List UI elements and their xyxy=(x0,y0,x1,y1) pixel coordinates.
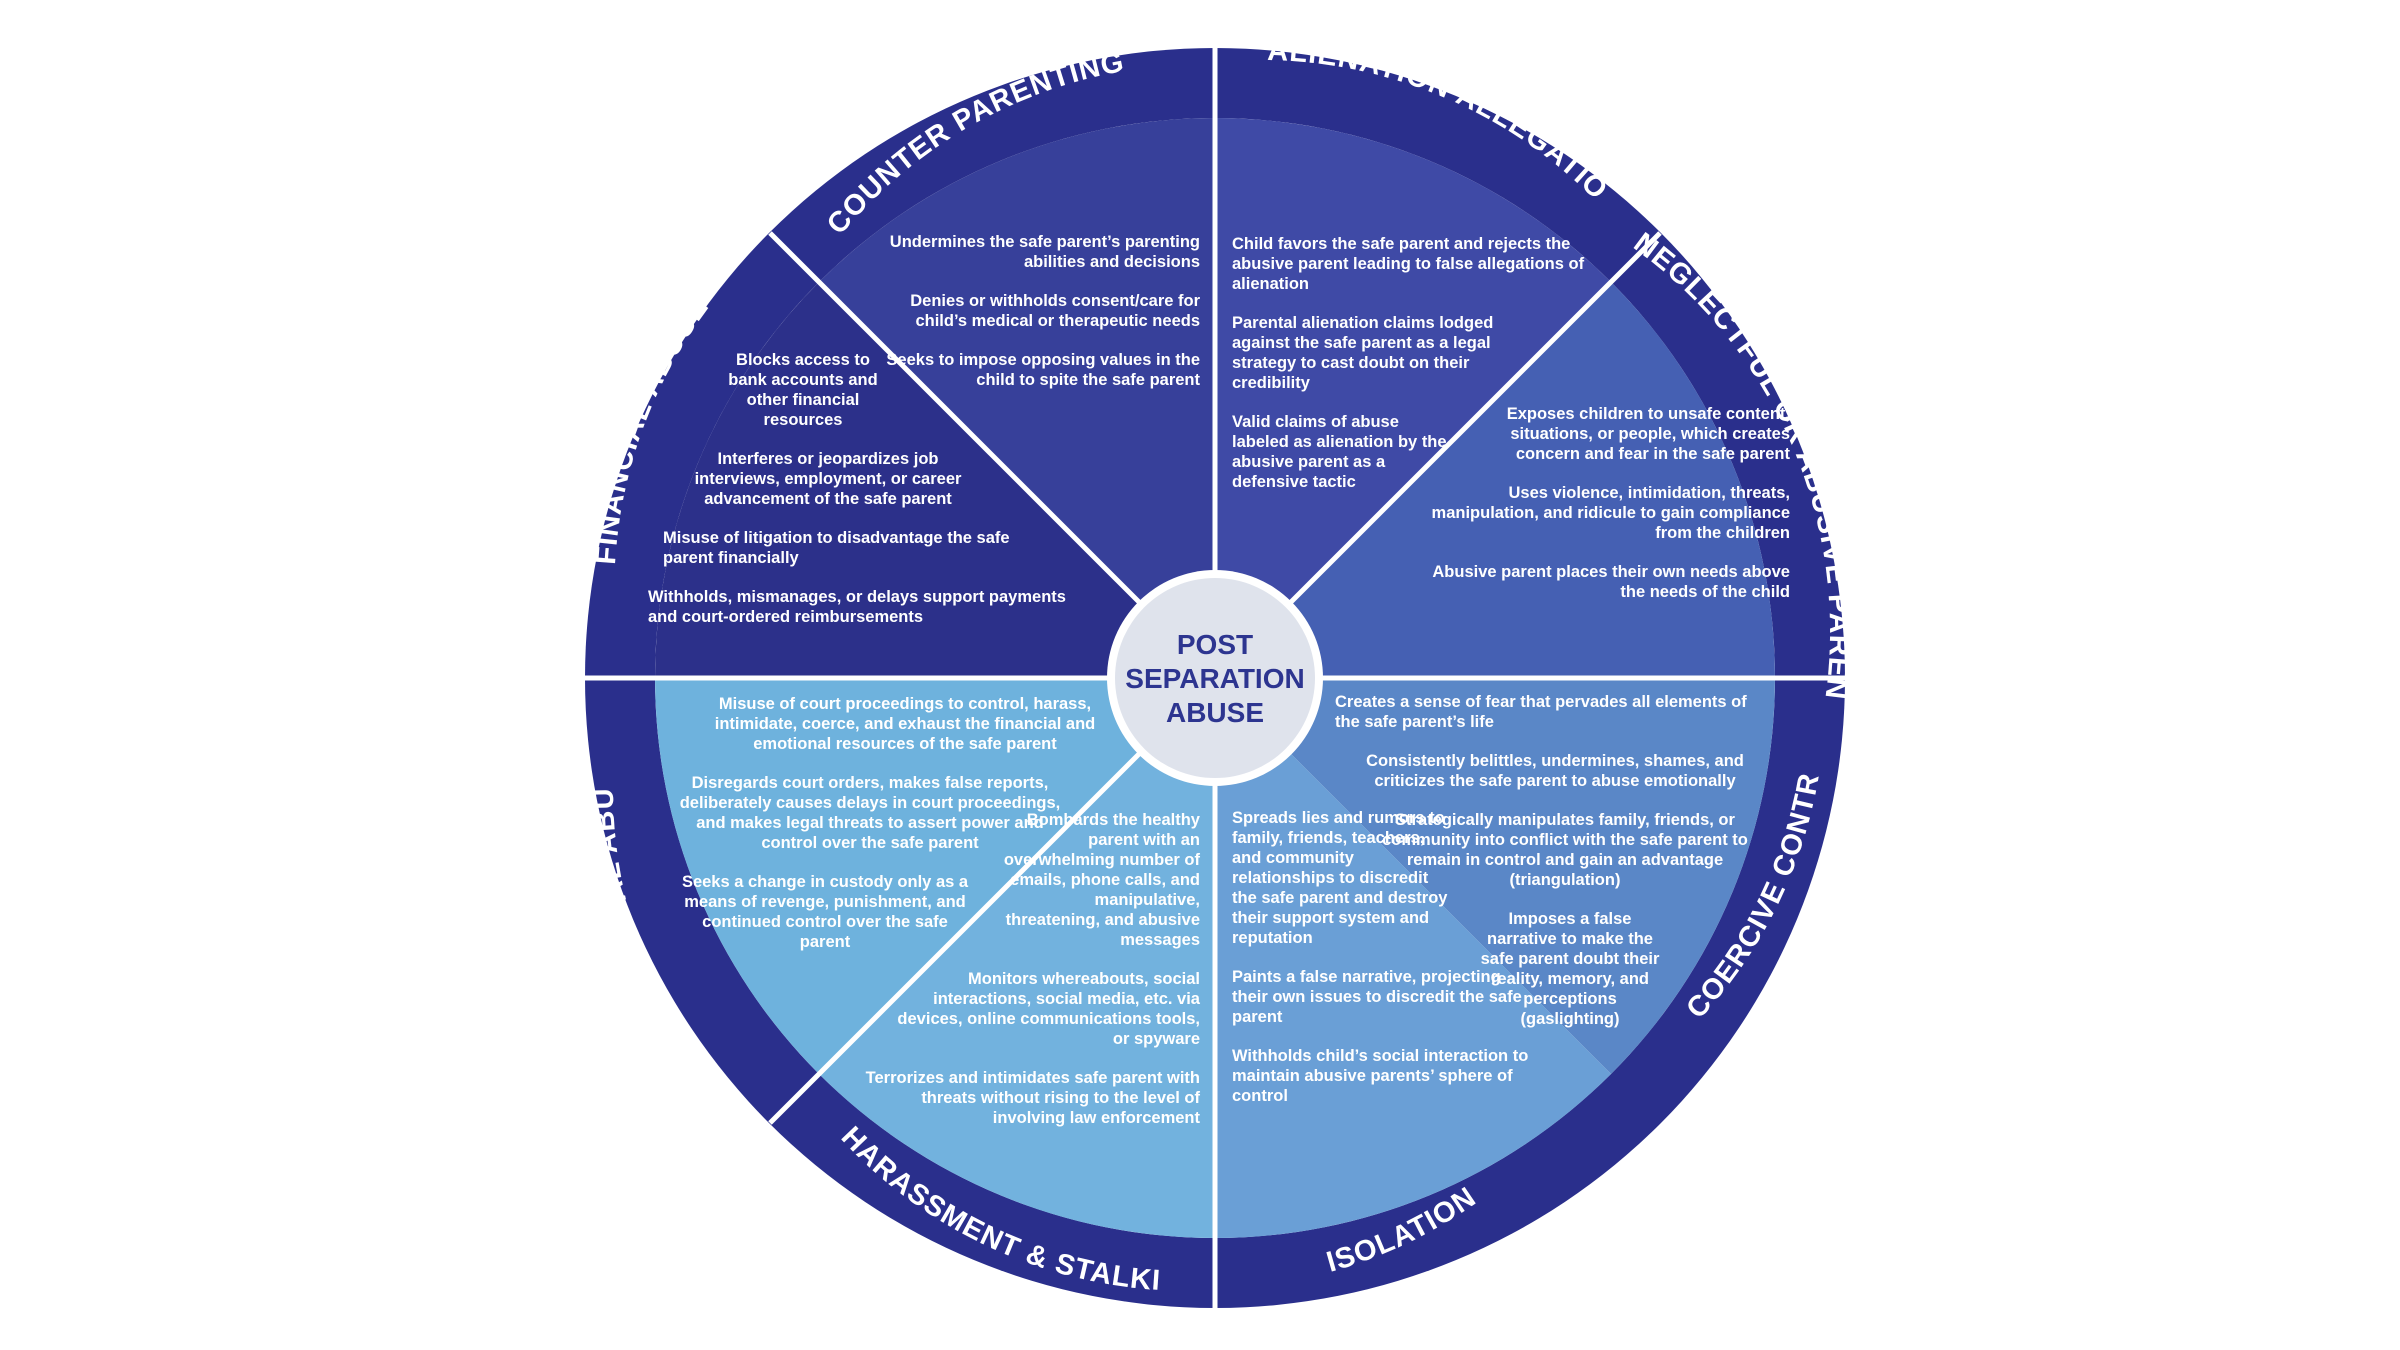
list-item: Child favors the safe parent and rejects… xyxy=(1232,235,1585,293)
list-item: Spreads lies and rumors to family, frien… xyxy=(1232,809,1448,947)
list-item: Abusive parent places their own needs ab… xyxy=(1432,563,1790,601)
list-item: Terrorizes and intimidates safe parent w… xyxy=(865,1069,1200,1127)
list-item: Seeks to impose opposing values in the c… xyxy=(886,351,1200,389)
list-item: Exposes children to unsafe content, situ… xyxy=(1506,405,1790,463)
neglectful-parenting-items: Exposes children to unsafe content, situ… xyxy=(1390,404,1790,621)
segment-isolation xyxy=(1215,678,1611,1238)
center-line-3: ABUSE xyxy=(1166,697,1264,728)
list-item: Paints a false narrative, projecting the… xyxy=(1232,968,1522,1026)
alienation-allegations-items: Child favors the safe parent and rejects… xyxy=(1232,234,1592,511)
list-item: Withholds child’s social interaction to … xyxy=(1232,1047,1529,1105)
list-item: Undermines the safe parent’s parenting a… xyxy=(889,233,1200,271)
list-item: Misuse of litigation to disadvantage the… xyxy=(663,529,1010,567)
center-line-2: SEPARATION xyxy=(1125,663,1304,694)
list-item: Interferes or jeopardizes job interviews… xyxy=(694,450,962,508)
segment-legal-abuse xyxy=(655,678,1215,1074)
list-item: Strategically manipulates family, friend… xyxy=(1382,811,1748,889)
counter-parenting-items: Undermines the safe parent’s parenting a… xyxy=(860,232,1200,409)
list-item: Valid claims of abuse labeled as alienat… xyxy=(1232,413,1447,491)
list-item: Denies or withholds consent/care for chi… xyxy=(910,292,1200,330)
list-item: Withholds, mismanages, or delays support… xyxy=(648,588,1066,626)
wheel-segments xyxy=(655,118,1775,1238)
label-legal-abuse: LEGAL ABUSE xyxy=(0,0,651,969)
list-item: Uses violence, intimidation, threats, ma… xyxy=(1431,484,1790,542)
list-item: Creates a sense of fear that pervades al… xyxy=(1335,693,1747,731)
segment-counter-parenting xyxy=(819,118,1215,678)
harassment-stalking-items: Bombards the healthy parent with an over… xyxy=(850,810,1200,1147)
segment-coercive-control xyxy=(1215,678,1775,1074)
coercive-control-items: Creates a sense of fear that pervades al… xyxy=(1335,692,1775,1029)
list-item: Imposes a false narrative to make the sa… xyxy=(1480,910,1660,1028)
list-item: Bombards the healthy parent with an over… xyxy=(1003,811,1200,949)
list-item: Misuse of court proceedings to control, … xyxy=(714,695,1096,753)
list-item: Seeks a change in custody only as a mean… xyxy=(681,873,969,951)
list-item: Parental alienation claims lodged agains… xyxy=(1232,314,1494,392)
list-item: Disregards court orders, makes false rep… xyxy=(679,774,1061,852)
financial-abuse-items: Blocks access to bank accounts and other… xyxy=(648,350,1088,646)
isolation-items: Spreads lies and rumors to family, frien… xyxy=(1232,808,1542,1125)
segment-alienation-allegations xyxy=(1215,118,1611,678)
legal-abuse-items: Misuse of court proceedings to control, … xyxy=(675,694,1105,971)
list-item: Blocks access to bank accounts and other… xyxy=(728,351,878,429)
center-line-1: POST xyxy=(1177,629,1253,660)
segment-harassment-stalking xyxy=(819,678,1215,1238)
list-item: Monitors whereabouts, social interaction… xyxy=(897,970,1200,1048)
segment-financial-abuse xyxy=(655,282,1215,678)
list-item: Consistently belittles, undermines, sham… xyxy=(1366,752,1744,790)
segment-neglectful-parenting xyxy=(1215,282,1775,678)
